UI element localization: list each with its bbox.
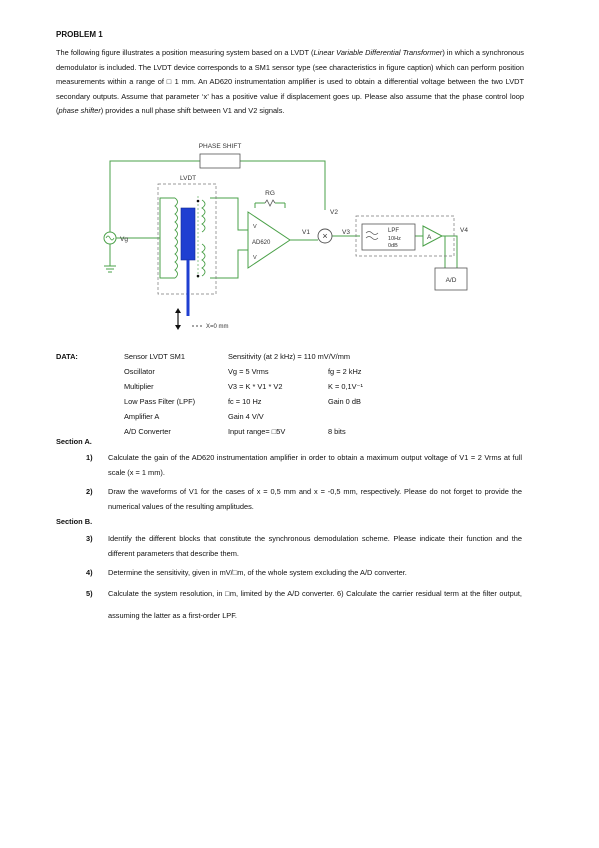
amp-a-label: A (427, 234, 432, 241)
question-number: 5) (86, 589, 93, 598)
intro-paragraph: The following figure illustrates a posit… (56, 46, 524, 119)
problem-title: PROBLEM 1 (56, 30, 103, 39)
data-cell: Multiplier (124, 382, 154, 391)
data-cell: fg = 2 kHz (328, 367, 362, 376)
v4-label: V4 (460, 227, 468, 234)
data-cell: A/D Converter (124, 427, 171, 436)
question-number: 1) (86, 453, 93, 462)
data-cell: Vg = 5 Vrms (228, 367, 269, 376)
intro-text-1: The following figure illustrates a posit… (56, 48, 314, 57)
question-text: Draw the waveforms of V1 for the cases o… (108, 487, 522, 511)
arrow-up-icon (175, 308, 181, 313)
sine-wave-icon (105, 235, 115, 241)
lpf-label: LPF (388, 228, 399, 234)
vg-label: Vg (120, 236, 128, 243)
arrow-down-icon (175, 325, 181, 330)
polarity-dot-1 (196, 199, 200, 203)
rg-resistor (264, 199, 276, 207)
amp-vplus-label: V (253, 224, 257, 230)
lvdt-label: LVDT (180, 175, 196, 182)
section-a-title: Section A. (56, 437, 92, 446)
question-text: Identify the different blocks that const… (108, 534, 522, 558)
secondary-coil-bottom (201, 243, 206, 277)
data-cell: Sensor LVDT SM1 (124, 352, 185, 361)
data-label: DATA: (56, 352, 78, 361)
amp-vminus-label: V (253, 255, 257, 261)
polarity-dot-2 (196, 274, 200, 278)
intro-text-3: ) provides a null phase shift between V1… (100, 106, 285, 116)
data-cell: Sensitivity (at 2 kHz) = 110 mV/V/mm (228, 352, 351, 361)
intro-italic-2: phase shifter (58, 106, 101, 116)
section-b-title: Section B. (56, 517, 93, 526)
multiplier (317, 228, 333, 244)
question-text: Calculate the gain of the AD620 instrume… (108, 453, 522, 477)
data-cell: Amplifier A (124, 412, 160, 421)
intro-text-2: ) in which a synchronous demodulator is … (56, 48, 524, 116)
phase-shift-label: PHASE SHIFT (199, 143, 242, 150)
data-cell: Oscillator (124, 367, 155, 376)
multiplier-icon: × (322, 231, 327, 241)
rg-label: RG (265, 190, 275, 197)
ad-converter-block (434, 267, 468, 291)
demodulator-box (355, 215, 455, 257)
x-zero-label: X=0 mm (206, 324, 229, 330)
primary-coil (174, 197, 178, 279)
filter-wave-icon (365, 231, 379, 240)
question-text: Calculate the system resolution, in □m, … (108, 589, 522, 620)
data-cell: Input range= □5V (228, 427, 286, 436)
ad620-amplifier (247, 211, 291, 269)
ad-label: A/D (446, 277, 457, 284)
lpf-block (361, 223, 416, 251)
data-cell: Gain 4 V/V (228, 412, 264, 421)
data-cell: 8 bits (328, 427, 346, 436)
lpf-gain-label: 0dB (388, 243, 398, 249)
amplifier-a (422, 225, 444, 247)
phase-shift-box (199, 153, 241, 169)
intro-italic-1: Linear Variable Differential Transformer (313, 48, 443, 57)
question-text: Determine the sensitivity, given in mV/□… (108, 568, 407, 577)
lvdt-core (180, 207, 196, 261)
data-cell: K = 0,1V⁻¹ (328, 382, 363, 391)
lpf-freq-label: 10Hz (388, 236, 401, 242)
data-cell: V3 = K * V1 * V2 (228, 382, 283, 391)
v3-label: V3 (342, 229, 350, 236)
question-number: 2) (86, 487, 93, 496)
secondary-coil-top (201, 199, 206, 233)
data-cell: fc = 10 Hz (228, 397, 262, 406)
question-number: 4) (86, 568, 93, 577)
data-cell: Gain 0 dB (328, 397, 361, 406)
lvdt-circuit-diagram: PHASE SHIFT Vg LVDT X=0 mm RG V V AD620 (103, 143, 468, 330)
question-number: 3) (86, 534, 93, 543)
data-cell: Low Pass Filter (LPF) (124, 397, 196, 406)
v1-label: V1 (302, 229, 310, 236)
amp-name-label: AD620 (252, 240, 271, 246)
v2-label: V2 (330, 209, 338, 216)
